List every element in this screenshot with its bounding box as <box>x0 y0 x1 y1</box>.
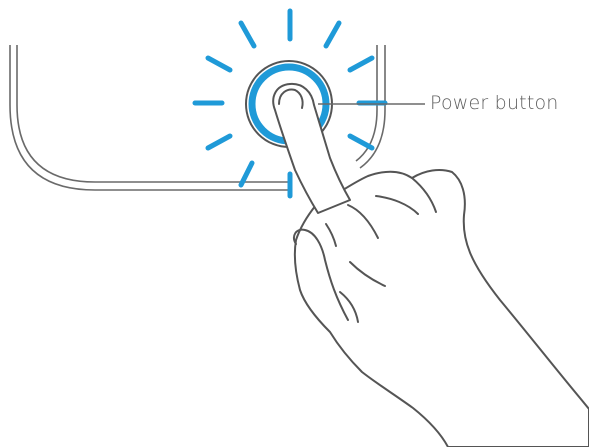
glow-ray-lower-left <box>208 136 230 148</box>
pointing-hand-icon <box>273 84 589 447</box>
glow-ray-top-left <box>241 23 254 46</box>
glow-ray-upper-left <box>208 58 230 70</box>
glow-ray-top-right <box>326 23 339 46</box>
glow-ray-lower-right <box>350 136 372 148</box>
glow-ray-upper-right <box>350 58 372 70</box>
power-button-label: Power button <box>430 91 559 115</box>
